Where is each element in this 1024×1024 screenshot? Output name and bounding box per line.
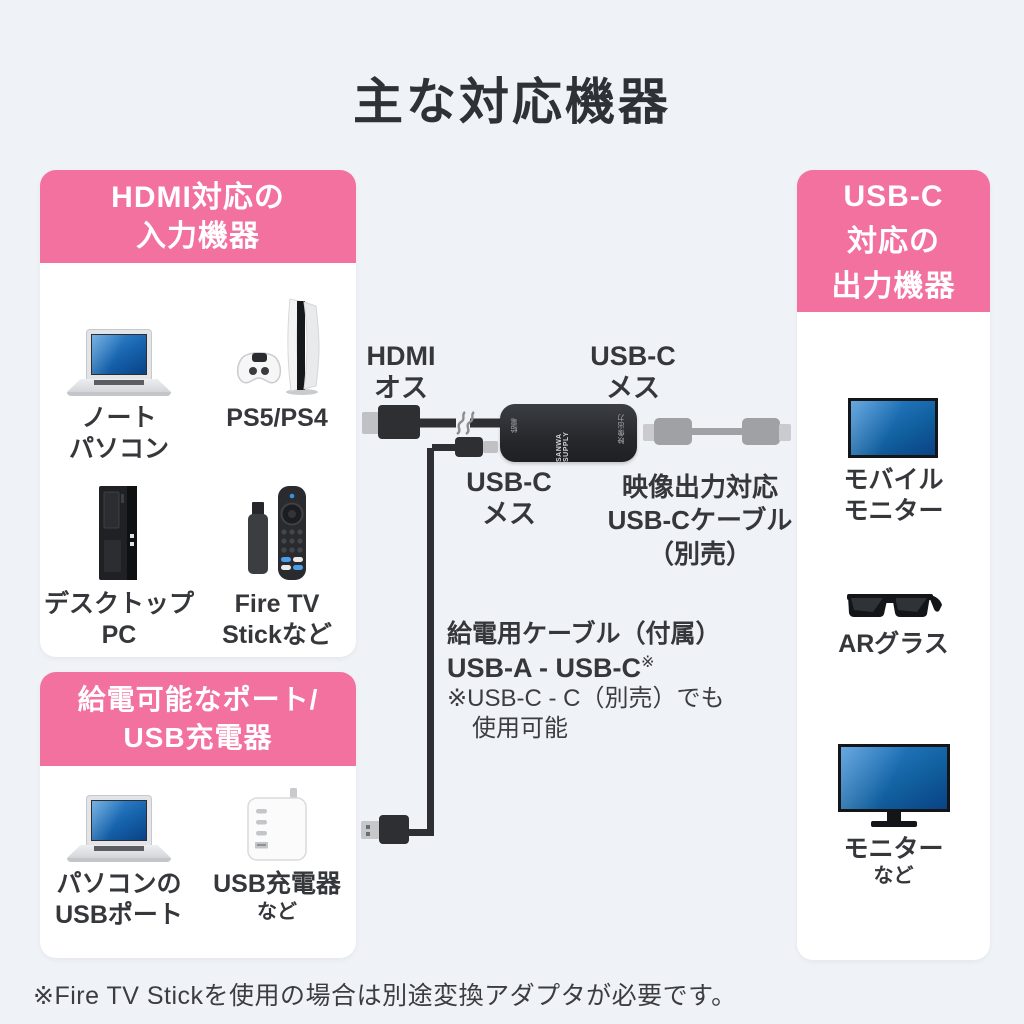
device-item-monitor: モニター など — [837, 743, 950, 889]
usbc-female-bottom-label: USB-C メス — [466, 467, 552, 530]
icon-zone — [97, 467, 141, 582]
adapter-video-port-marking: 映像出力 — [618, 414, 625, 444]
adapter-power-port-marking: 給電 — [511, 418, 518, 433]
usbc-female-top-label: USB-C メス — [590, 341, 676, 404]
device-item-mobile-monitor: モバイル モニター — [843, 398, 944, 526]
usba-plug-body — [379, 815, 409, 844]
power-source-box-body: パソコンの USBポート — [40, 766, 356, 933]
gray-usbc-cable-left-connector — [654, 418, 692, 445]
hdmi-male-label: HDMI オス — [366, 341, 436, 404]
hdmi-input-box-body: ノート パソコン — [40, 263, 356, 653]
asterisk-mark: ※ — [640, 653, 655, 671]
adapter-body: 給電 SANWA SUPPLY 映像出力 — [500, 404, 637, 462]
icon-zone — [67, 277, 171, 396]
device-item-fire-tv-stick: Fire TV Stickなど — [198, 467, 356, 653]
device-label: Fire TV Stickなど — [222, 590, 332, 649]
laptop-icon — [67, 329, 171, 396]
device-item-desktop-pc: デスクトップ PC — [40, 467, 198, 653]
hdmi-input-box-header: HDMI対応の 入力機器 — [40, 170, 356, 263]
usbc-output-box-header: USB-C 対応の 出力機器 — [797, 170, 990, 312]
usbc-power-plug-tip — [483, 441, 498, 453]
power-cable-horizontal — [407, 829, 431, 836]
fire-tv-stick-icon — [248, 486, 306, 580]
device-label: USB充電器 など — [213, 870, 341, 923]
device-label: モバイル モニター — [843, 466, 944, 525]
ar-glasses-icon — [847, 594, 943, 617]
usbc-output-devices-box: USB-C 対応の 出力機器 モバイル モニター — [797, 170, 990, 960]
page-title: 主な対応機器 — [353, 74, 671, 130]
header-line: USB-C — [843, 179, 944, 213]
hdmi-cable-with-break — [415, 411, 505, 435]
usba-plug-tip — [361, 821, 380, 839]
hdmi-plug-body — [378, 405, 420, 439]
gray-usbc-cable-right-tip — [779, 424, 791, 441]
mobile-monitor-icon — [848, 398, 939, 458]
icon-zone — [246, 467, 308, 582]
header-line: 対応の — [847, 224, 940, 258]
footnote: ※Fire TV Stickを使用の場合は別途変換アダプタが必要です。 — [33, 982, 737, 1010]
device-label: モニター など — [843, 834, 944, 888]
icon-zone — [230, 277, 325, 396]
desktop-pc-icon — [99, 486, 137, 580]
usbc-output-box-body: モバイル モニター ARグラス — [797, 312, 990, 888]
header-line: 入力機器 — [136, 219, 260, 253]
header-line: 出力機器 — [831, 269, 956, 303]
gray-usbc-cable-cord — [691, 428, 743, 435]
device-label: デスクトップ PC — [43, 590, 194, 649]
hdmi-plug-tip — [362, 412, 379, 434]
power-cable-note: ※USB-C - C（別売）でも 使用可能 — [447, 685, 725, 742]
header-line: USB充電器 — [123, 722, 273, 753]
gray-usbc-cable-left-tip — [643, 424, 655, 441]
device-item-ps5: PS5/PS4 — [198, 277, 356, 467]
adapter-brand-marking: SANWA SUPPLY — [556, 431, 570, 462]
power-cable-caption: 給電用ケーブル（付属） USB-A - USB-C※ — [447, 620, 721, 683]
device-label: ノート パソコン — [68, 404, 169, 463]
device-item-laptop: ノート パソコン — [40, 277, 198, 467]
ps5-icon — [236, 298, 319, 395]
device-item-pc-usb-port: パソコンの USBポート — [40, 788, 198, 933]
laptop-icon — [67, 795, 171, 862]
device-item-ar-glasses: ARグラス — [838, 590, 949, 660]
video-cable-caption: 映像出力対応 USB-Cケーブル （別売） — [607, 472, 793, 569]
power-source-box-header: 給電可能なポート/ USB充電器 — [40, 672, 356, 766]
gray-usbc-cable-right-connector — [742, 418, 780, 445]
icon-zone — [67, 788, 171, 862]
device-label: パソコンの USBポート — [55, 870, 183, 929]
device-item-usb-charger: USB充電器 など — [198, 788, 356, 933]
header-line: 給電可能なポート/ — [77, 684, 319, 716]
usb-charger-icon — [247, 788, 307, 861]
power-cable-vertical — [427, 448, 434, 836]
power-source-box: 給電可能なポート/ USB充電器 パソコンの USBポート — [40, 672, 356, 958]
icon-zone — [245, 788, 309, 862]
header-line: HDMI対応の — [111, 180, 285, 214]
power-cable-segment — [432, 444, 456, 451]
device-label: ARグラス — [838, 630, 949, 658]
device-label: PS5/PS4 — [226, 404, 328, 432]
usbc-power-plug-body — [455, 437, 483, 457]
monitor-icon — [837, 743, 950, 827]
hdmi-input-devices-box: HDMI対応の 入力機器 ノート パソコン — [40, 170, 356, 657]
